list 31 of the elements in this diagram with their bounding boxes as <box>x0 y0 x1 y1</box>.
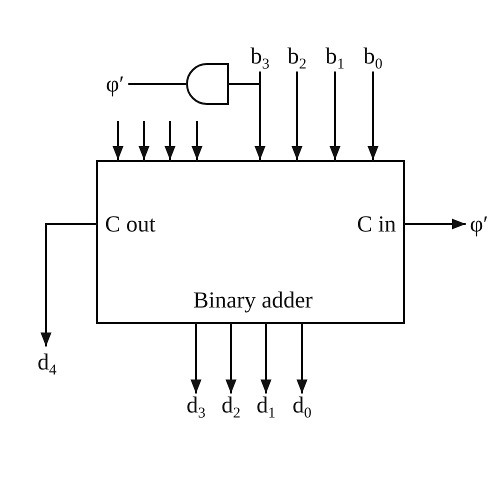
arrow <box>296 324 308 394</box>
arrow <box>330 72 340 160</box>
arrow <box>226 324 236 394</box>
connector-line <box>128 83 186 85</box>
signal-label: φ′ <box>470 212 488 236</box>
arrow <box>403 218 466 230</box>
output-label: d$_{0}$ <box>292 394 312 416</box>
block-label: Binary adder <box>193 288 313 312</box>
output-label: d$_{2}$ <box>222 394 240 416</box>
arrow <box>292 72 302 160</box>
arrow <box>112 121 124 160</box>
output-label: d$_{4}$ <box>38 350 56 374</box>
port-label: C in <box>357 212 403 236</box>
output-label: d$_{1}$ <box>256 394 276 416</box>
adder-block <box>96 160 405 324</box>
arrow <box>164 121 176 160</box>
signal-label: φ′ <box>106 72 124 96</box>
input-label: b$_{1}$ <box>326 44 344 68</box>
arrow <box>192 121 202 160</box>
input-label: b$_{2}$ <box>288 44 306 68</box>
output-label: d$_{3}$ <box>186 394 206 416</box>
arrow <box>260 324 272 394</box>
arrow <box>138 121 150 160</box>
arrow <box>368 72 378 160</box>
input-label: b$_{3}$ <box>250 44 270 68</box>
input-label: b$_{0}$ <box>364 44 382 68</box>
arrow <box>254 72 266 160</box>
and-gate <box>186 63 229 105</box>
arrow <box>190 324 202 394</box>
port-label: C out <box>98 212 156 236</box>
arrow <box>40 223 98 346</box>
